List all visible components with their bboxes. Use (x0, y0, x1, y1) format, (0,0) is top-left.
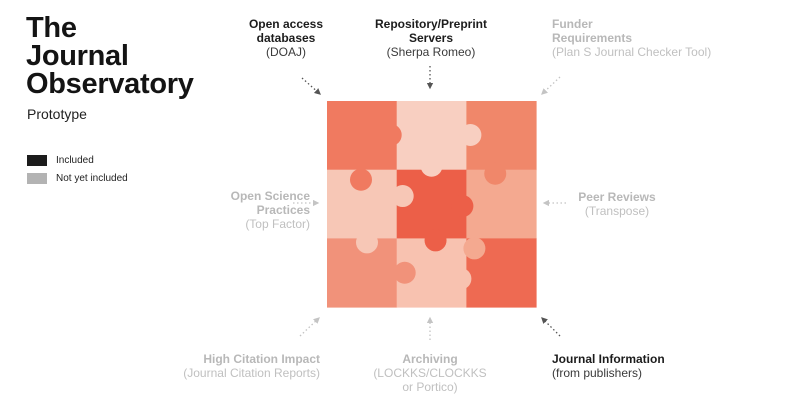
node-open-science-name-1: Open Science (230, 189, 310, 203)
arrow-open-access (301, 77, 321, 95)
puzzle-knob (424, 229, 447, 252)
puzzle-knob (484, 162, 507, 185)
node-journal-info-sub-1: (from publishers) (552, 366, 643, 380)
node-open-science-sub-1: (Top Factor) (245, 217, 310, 231)
node-journal-info: Journal Information (from publishers) (552, 352, 692, 380)
node-open-access-name-2: databases (256, 31, 316, 45)
node-open-science-name-2: Practices (256, 203, 310, 217)
node-journal-info-name-1: Journal Information (552, 352, 665, 366)
title-line-3: Observatory (26, 68, 194, 100)
arrow-citation (299, 317, 320, 337)
node-repository: Repository/Preprint Servers (Sherpa Rome… (366, 17, 496, 59)
legend-item-included: Included (27, 151, 128, 169)
arrow-journal-info (541, 317, 561, 337)
puzzle-knob (393, 261, 416, 284)
legend-label-included: Included (56, 154, 94, 166)
node-open-science: Open Science Practices (Top Factor) (190, 189, 310, 231)
node-citation-sub-1: (Journal Citation Reports) (183, 366, 320, 380)
node-archiving-sub-2: or Portico) (402, 380, 458, 394)
node-peer-reviews-sub-1: (Transpose) (584, 204, 650, 218)
puzzle-grid (327, 101, 537, 308)
puzzle-knob (420, 154, 443, 177)
node-archiving: Archiving (LOCKKS/CLOCKKS or Portico) (365, 352, 495, 394)
node-open-access: Open access databases (DOAJ) (230, 17, 342, 59)
puzzle-knob (391, 185, 414, 208)
legend-label-not-yet-included: Not yet included (56, 172, 128, 184)
subtitle: Prototype (27, 106, 87, 122)
node-funder-sub-1: (Plan S Journal Checker Tool) (552, 45, 712, 59)
node-archiving-name-1: Archiving (402, 352, 458, 366)
node-peer-reviews-name-1: Peer Reviews (578, 190, 656, 204)
arrows (293, 66, 566, 340)
puzzle-knob (451, 195, 474, 218)
arrow-funder (541, 76, 561, 95)
legend: Included Not yet included (27, 151, 128, 187)
puzzle-knob (379, 124, 402, 146)
legend-item-not-yet-included: Not yet included (27, 169, 128, 187)
node-repository-sub-1: (Sherpa Romeo) (386, 45, 476, 59)
node-funder: Funder Requirements (Plan S Journal Chec… (552, 17, 742, 59)
puzzle-knob (463, 237, 486, 260)
node-citation-name-1: High Citation Impact (203, 352, 320, 366)
title-line-2: Journal (26, 40, 129, 72)
node-peer-reviews: Peer Reviews (Transpose) (572, 190, 662, 218)
node-repository-name-2: Servers (408, 31, 454, 45)
node-repository-name-1: Repository/Preprint (374, 17, 488, 31)
legend-swatch-included (27, 154, 47, 166)
puzzle-knob (350, 168, 372, 191)
node-open-access-name-1: Open access (248, 17, 324, 31)
node-archiving-sub-1: (LOCKKS/CLOCKKS (373, 366, 487, 380)
puzzle-knob (449, 267, 472, 290)
node-open-access-sub-1: (DOAJ) (266, 45, 306, 59)
title-line-1: The (26, 12, 77, 44)
puzzle-knob (459, 124, 482, 146)
node-funder-name-2: Requirements (552, 31, 633, 45)
node-funder-name-1: Funder (552, 17, 593, 31)
legend-swatch-not-yet-included (27, 172, 47, 184)
puzzle-knob (356, 231, 378, 254)
page-title: The Journal Observatory (26, 12, 194, 100)
node-citation: High Citation Impact (Journal Citation R… (170, 352, 320, 380)
